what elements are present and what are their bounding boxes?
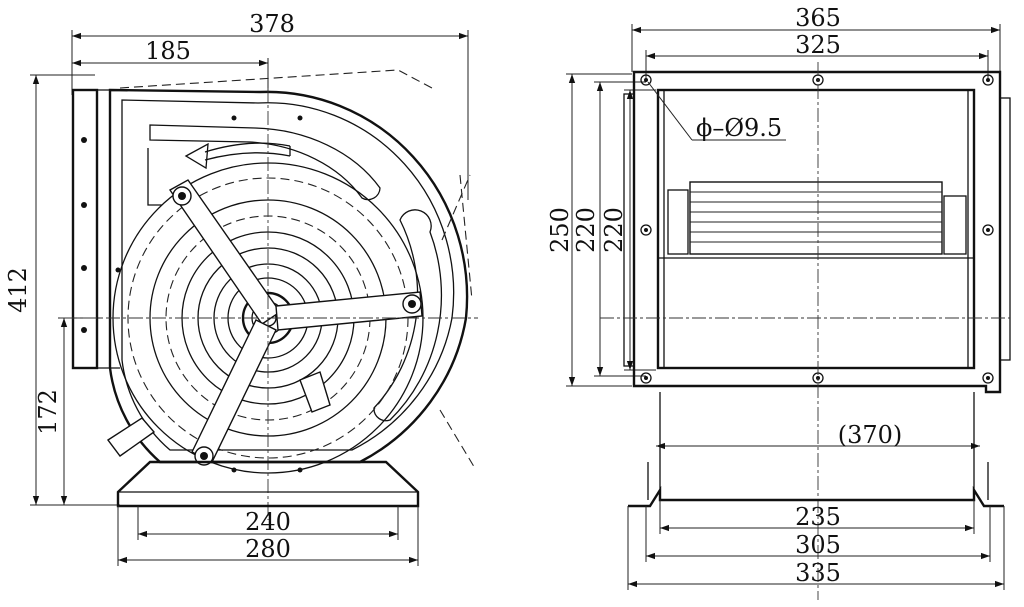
dim-305-label: 305 [795,531,841,559]
front-view: 365 325 250 220 220 [546,4,1011,600]
dim-250-label: 250 [546,207,574,253]
dim-depth-label: (370) [838,421,903,449]
dim-172-label: 172 [34,389,62,435]
hole-callout: ϕ–Ø9.5 [647,81,786,142]
dim-opening-width: 325 [645,31,989,78]
dim-heights: 250 220 220 [546,73,656,387]
dim-base-outer: 280 [117,506,419,566]
dim-365-label: 365 [795,4,841,32]
dim-flange-width: 365 [631,4,1001,72]
dim-base-inner: 240 [137,506,399,540]
rotation-arrow-icon [184,142,291,170]
dim-center-offset: 185 [72,37,269,92]
support-arms [106,115,423,473]
dim-overall-height: 412 [4,74,120,506]
dim-235-label: 235 [795,503,841,531]
front-centerlines [600,62,1010,600]
dim-220b-label: 220 [600,207,628,253]
base-feet-front [628,462,1004,508]
dim-shaft-height: 172 [34,317,100,505]
dim-335-label: 335 [795,559,841,587]
dim-overall-width: 378 [71,10,469,200]
outlet-opening [656,88,976,370]
dim-325-label: 325 [795,31,841,59]
housing-lower: (370) [656,392,980,500]
dim-280-label: 280 [245,535,291,563]
outlet-flange-front [623,70,1011,394]
dim-185-label: 185 [145,37,191,65]
dim-foot-305: 305 [645,506,991,562]
dim-foot-235: 235 [659,500,975,534]
outlet-flange [71,88,120,370]
dim-220a-label: 220 [572,207,600,253]
dim-412-label: 412 [4,267,32,313]
hole-diameter-label: ϕ–Ø9.5 [696,114,782,142]
dim-378-label: 378 [249,10,295,38]
side-view: 378 185 412 172 [4,10,478,566]
side-centerlines [60,88,478,520]
dim-foot-335: 335 [627,506,1005,590]
dim-240-label: 240 [245,508,291,536]
impeller-blades [667,181,967,255]
